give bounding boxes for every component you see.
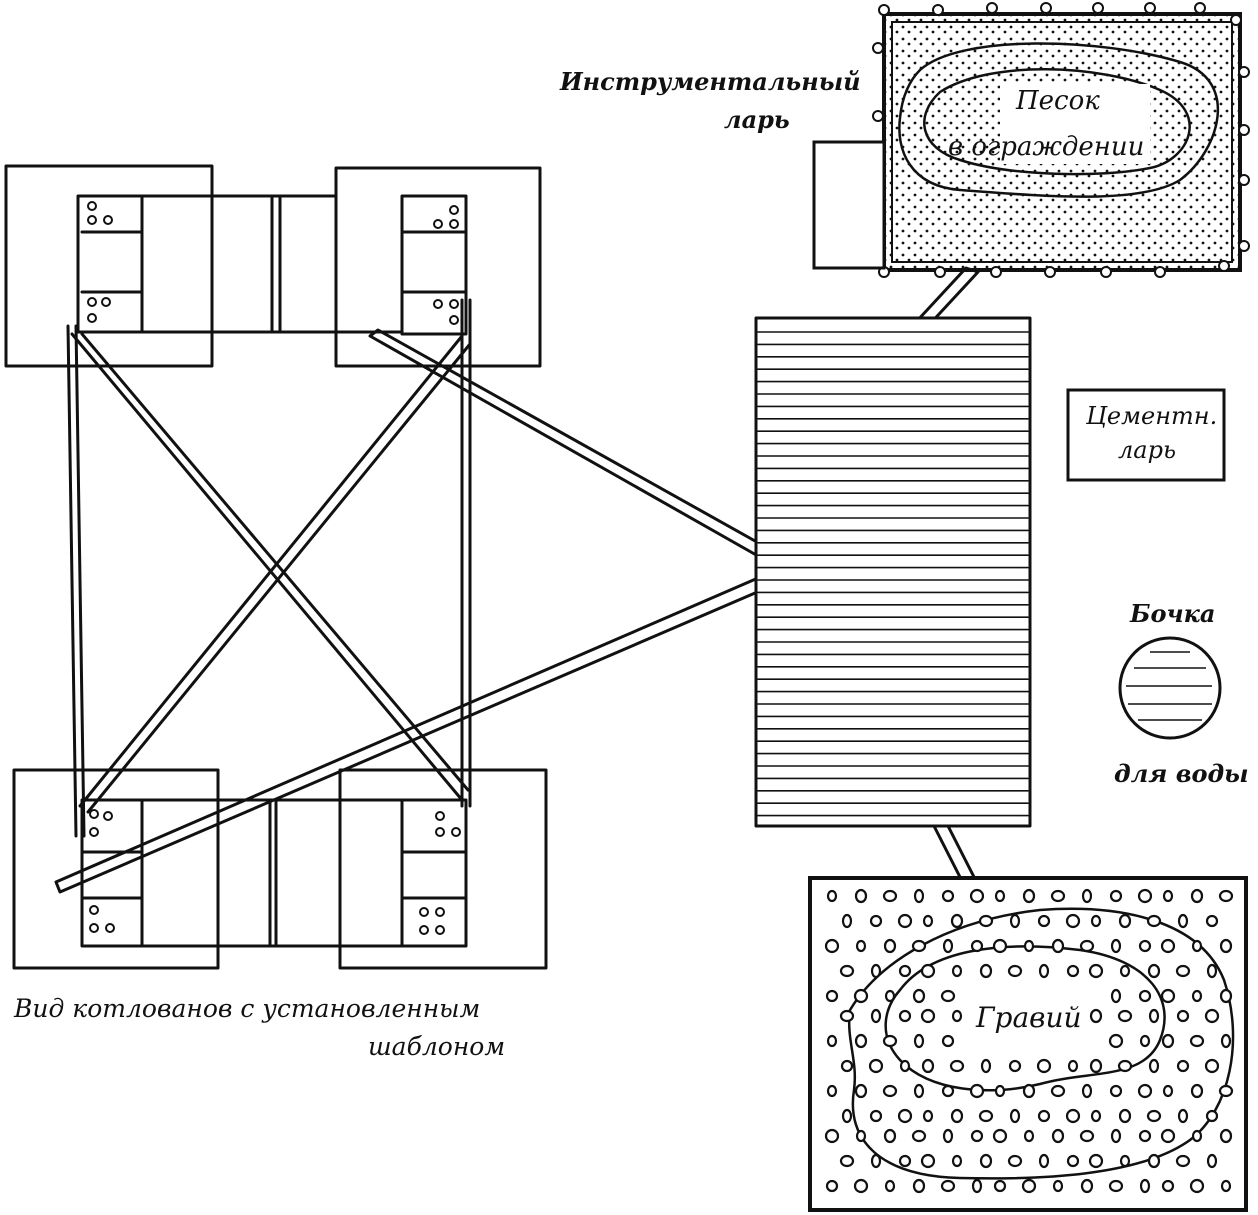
gravel-label: Гравий [976,1001,1082,1034]
tool-box [812,140,886,270]
tool-box-label-line1: Инструментальный [560,67,861,96]
cement-label-line1: Цементн. [1086,402,1218,430]
sand-enclosure [872,2,1250,278]
water-barrel [1118,636,1222,740]
pit-bottom-left [12,768,220,970]
template-bottom-left-frame [80,798,144,948]
barrel-label-top: Бочка [1130,599,1216,628]
chute-to-top-right-pit [368,328,766,558]
pits-caption-line1: Вид котлованов с установленным [14,994,481,1023]
tool-box-label-line2: ларь [724,105,790,134]
cement-label-line2: ларь [1118,436,1177,464]
pits-caption-line2: шаблоном [368,1032,506,1061]
cement-box [1066,388,1226,482]
foundation-pits-group [4,164,548,970]
pit-bottom-right [338,768,548,970]
bolt-holes [87,201,461,935]
template-bottom-right-frame [400,798,468,948]
barrel-label-bottom: для воды [1114,759,1249,788]
sand-label-line1: Песок [1016,86,1100,116]
mixing-platform [754,316,1032,828]
sand-label-line2: в ограждении [948,132,1145,162]
template-top-right-frame [400,194,468,336]
gravel-pile [808,876,1248,1212]
